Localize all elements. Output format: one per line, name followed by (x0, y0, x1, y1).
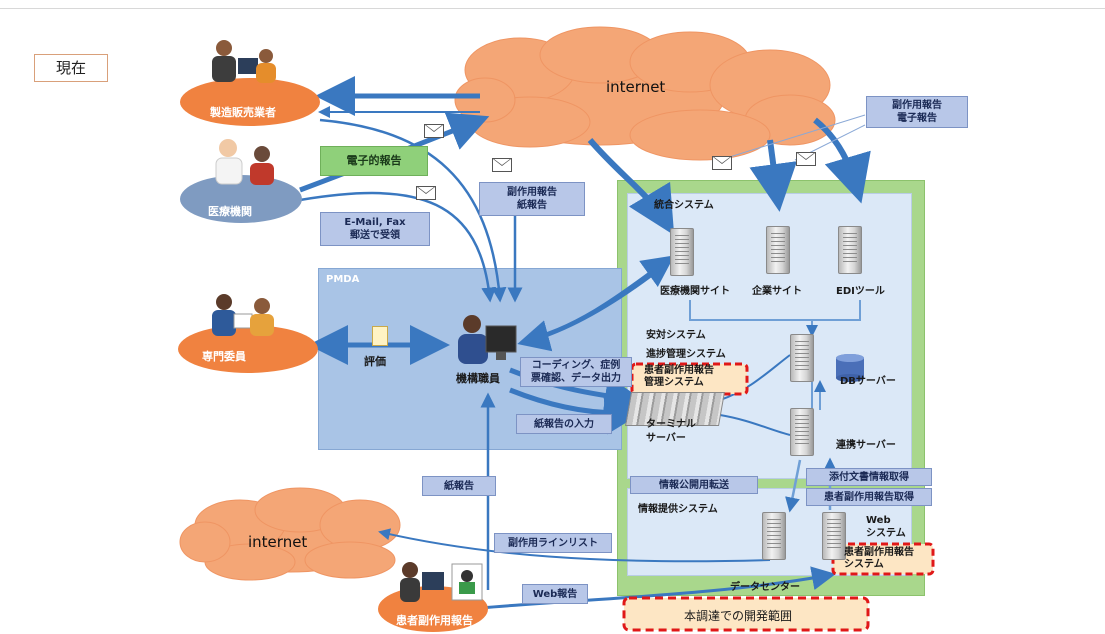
coding-callout: コーディング、症例 票確認、データ出力 (520, 357, 632, 387)
electronic-report-label: 電子的報告 (346, 154, 402, 167)
dev-scope-legend-box (622, 596, 870, 632)
link-server (790, 408, 814, 456)
paper-input-callout: 紙報告の入力 (516, 414, 612, 434)
staff-icon (452, 312, 522, 368)
linelist-callout: 副作用ラインリスト (494, 533, 612, 553)
medical-people-icon (206, 136, 286, 188)
company-site-label: 企業サイト (752, 286, 802, 297)
manufacturer-people-icon (204, 38, 284, 88)
document-icon (372, 326, 388, 346)
expert-ellipse (178, 325, 318, 373)
mail-icon (796, 152, 816, 166)
info-transfer-callout: 情報公開用転送 (630, 476, 758, 494)
web-report-callout: Web報告 (522, 584, 588, 604)
patient-reporter-label: 患者副作用報告 (396, 614, 473, 627)
info-provision-label: 情報提供システム (638, 504, 718, 515)
pmda-label: PMDA (326, 274, 360, 285)
medical-site-label: 医療機関サイト (660, 286, 730, 297)
evaluation-label: 評価 (364, 355, 386, 368)
mail-icon (492, 158, 512, 172)
medical-institution-label: 医療機関 (208, 205, 252, 218)
db-app-server (790, 334, 814, 382)
current-label: 現在 (55, 59, 86, 77)
patient-system-label: 患者副作用報告 システム (844, 547, 914, 570)
current-label-box: 現在 (34, 54, 108, 82)
anzen-system-label: 安対システム (646, 330, 706, 341)
manufacturer-label: 製造販売業者 (210, 106, 276, 119)
integrated-system-label: 統合システム (654, 200, 714, 211)
data-center-label: データセンター (730, 582, 800, 593)
electronic-side-effect-callout: 副作用報告 電子報告 (866, 96, 968, 128)
medical-site-server (670, 228, 694, 276)
expert-people-icon (204, 292, 284, 342)
progress-system-label: 進捗管理システム (646, 349, 726, 360)
edi-tool-label: EDIツール (836, 286, 885, 297)
db-server-label: DBサーバー (840, 376, 896, 387)
patient-mgmt-scope-box (630, 362, 749, 396)
expert-label: 専門委員 (202, 350, 246, 363)
info-server-1 (762, 512, 786, 560)
top-rule (0, 8, 1105, 9)
paper-side-effect-callout: 副作用報告 紙報告 (479, 182, 585, 216)
dev-scope-label: 本調達での開発範囲 (684, 609, 793, 623)
terminal-server-label: ターミナル サーバー (646, 419, 696, 444)
attachment-fetch-callout: 添付文書情報取得 (806, 468, 932, 486)
email-fax-callout: E-Mail, Fax 郵送で受領 (320, 212, 430, 246)
electronic-report-box: 電子的報告 (320, 146, 428, 176)
company-site-server (766, 226, 790, 274)
patient-mgmt-label: 患者副作用報告 管理システム (644, 365, 714, 388)
edi-tool-server (838, 226, 862, 274)
mail-icon (416, 186, 436, 200)
manufacturer-ellipse (180, 78, 320, 126)
link-server-label: 連携サーバー (836, 440, 896, 451)
patient-people-icon (396, 560, 486, 606)
medical-institution-ellipse (180, 175, 302, 223)
bottom-cloud-label: internet (248, 533, 308, 551)
staff-label: 機構職員 (456, 372, 500, 385)
patient-fetch-callout: 患者副作用報告取得 (806, 488, 932, 506)
mail-icon (712, 156, 732, 170)
paper-report-callout: 紙報告 (422, 476, 496, 496)
mail-icon (424, 124, 444, 138)
info-server-2 (822, 512, 846, 560)
bottom-cloud-shape (179, 487, 401, 581)
top-cloud-label: internet (606, 78, 666, 96)
web-system-label: Web システム (866, 515, 906, 539)
top-cloud-shape (454, 26, 836, 161)
